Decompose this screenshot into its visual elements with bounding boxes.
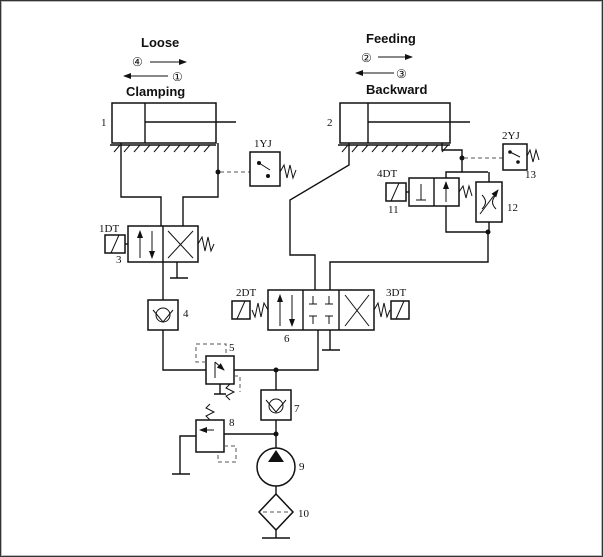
label-2yj: 2YJ (502, 130, 520, 142)
junction-1yj (215, 169, 221, 175)
cyl1-line-a (120, 143, 162, 226)
cylinder-1 (110, 102, 236, 153)
label-9: 9 (299, 461, 305, 473)
label-10: 10 (298, 508, 310, 520)
pump-9 (256, 447, 296, 494)
reducing-valve-5 (195, 343, 276, 401)
line-6-12 (329, 230, 489, 290)
junction-2yj (459, 155, 465, 161)
cyl2-backward-label: Backward (366, 82, 427, 97)
check-valve-7 (260, 389, 292, 421)
valve-3 (104, 225, 215, 279)
cyl2-line-b (441, 143, 488, 173)
label-3: 3 (116, 254, 122, 266)
label-1yj: 1YJ (254, 138, 272, 150)
label-11: 11 (388, 204, 399, 216)
cyl2-feeding-label: Feeding (366, 31, 416, 46)
label-3dt: 3DT (386, 287, 406, 299)
line-4-5 (162, 330, 212, 371)
flow-valve-12 (475, 172, 503, 232)
cyl2-step3-label: ③ (396, 67, 407, 81)
label-6: 6 (284, 333, 290, 345)
label-7: 7 (294, 403, 300, 415)
valve-11 (385, 171, 488, 233)
cyl1-loose-label: Loose (141, 35, 179, 50)
label-4: 4 (183, 308, 189, 320)
cylinder-2 (338, 102, 470, 153)
label-8: 8 (229, 417, 235, 429)
cyl1-step4-label: ④ (132, 55, 143, 69)
check-valve-4 (147, 299, 179, 331)
relief-valve-8 (172, 403, 237, 475)
label-12: 12 (507, 202, 518, 214)
cyl1-clamping-label: Clamping (126, 84, 185, 99)
label-4dt: 4DT (377, 168, 397, 180)
cyl1-step1-label: ① (172, 70, 183, 84)
cyl2-number: 2 (327, 117, 333, 129)
cyl1-number: 1 (101, 117, 107, 129)
pressure-switch-2yj (502, 143, 540, 171)
cyl2-line-a (289, 143, 350, 290)
valve-6 (231, 289, 410, 351)
cyl1-line-b (182, 143, 219, 226)
label-13: 13 (525, 169, 537, 181)
label-5: 5 (229, 342, 235, 354)
line-supply-6 (276, 330, 319, 371)
filter-10 (257, 492, 295, 539)
label-1dt: 1DT (99, 223, 119, 235)
pressure-switch-1yj (249, 151, 297, 187)
label-2dt: 2DT (236, 287, 256, 299)
cyl2-step2-label: ② (361, 51, 372, 65)
